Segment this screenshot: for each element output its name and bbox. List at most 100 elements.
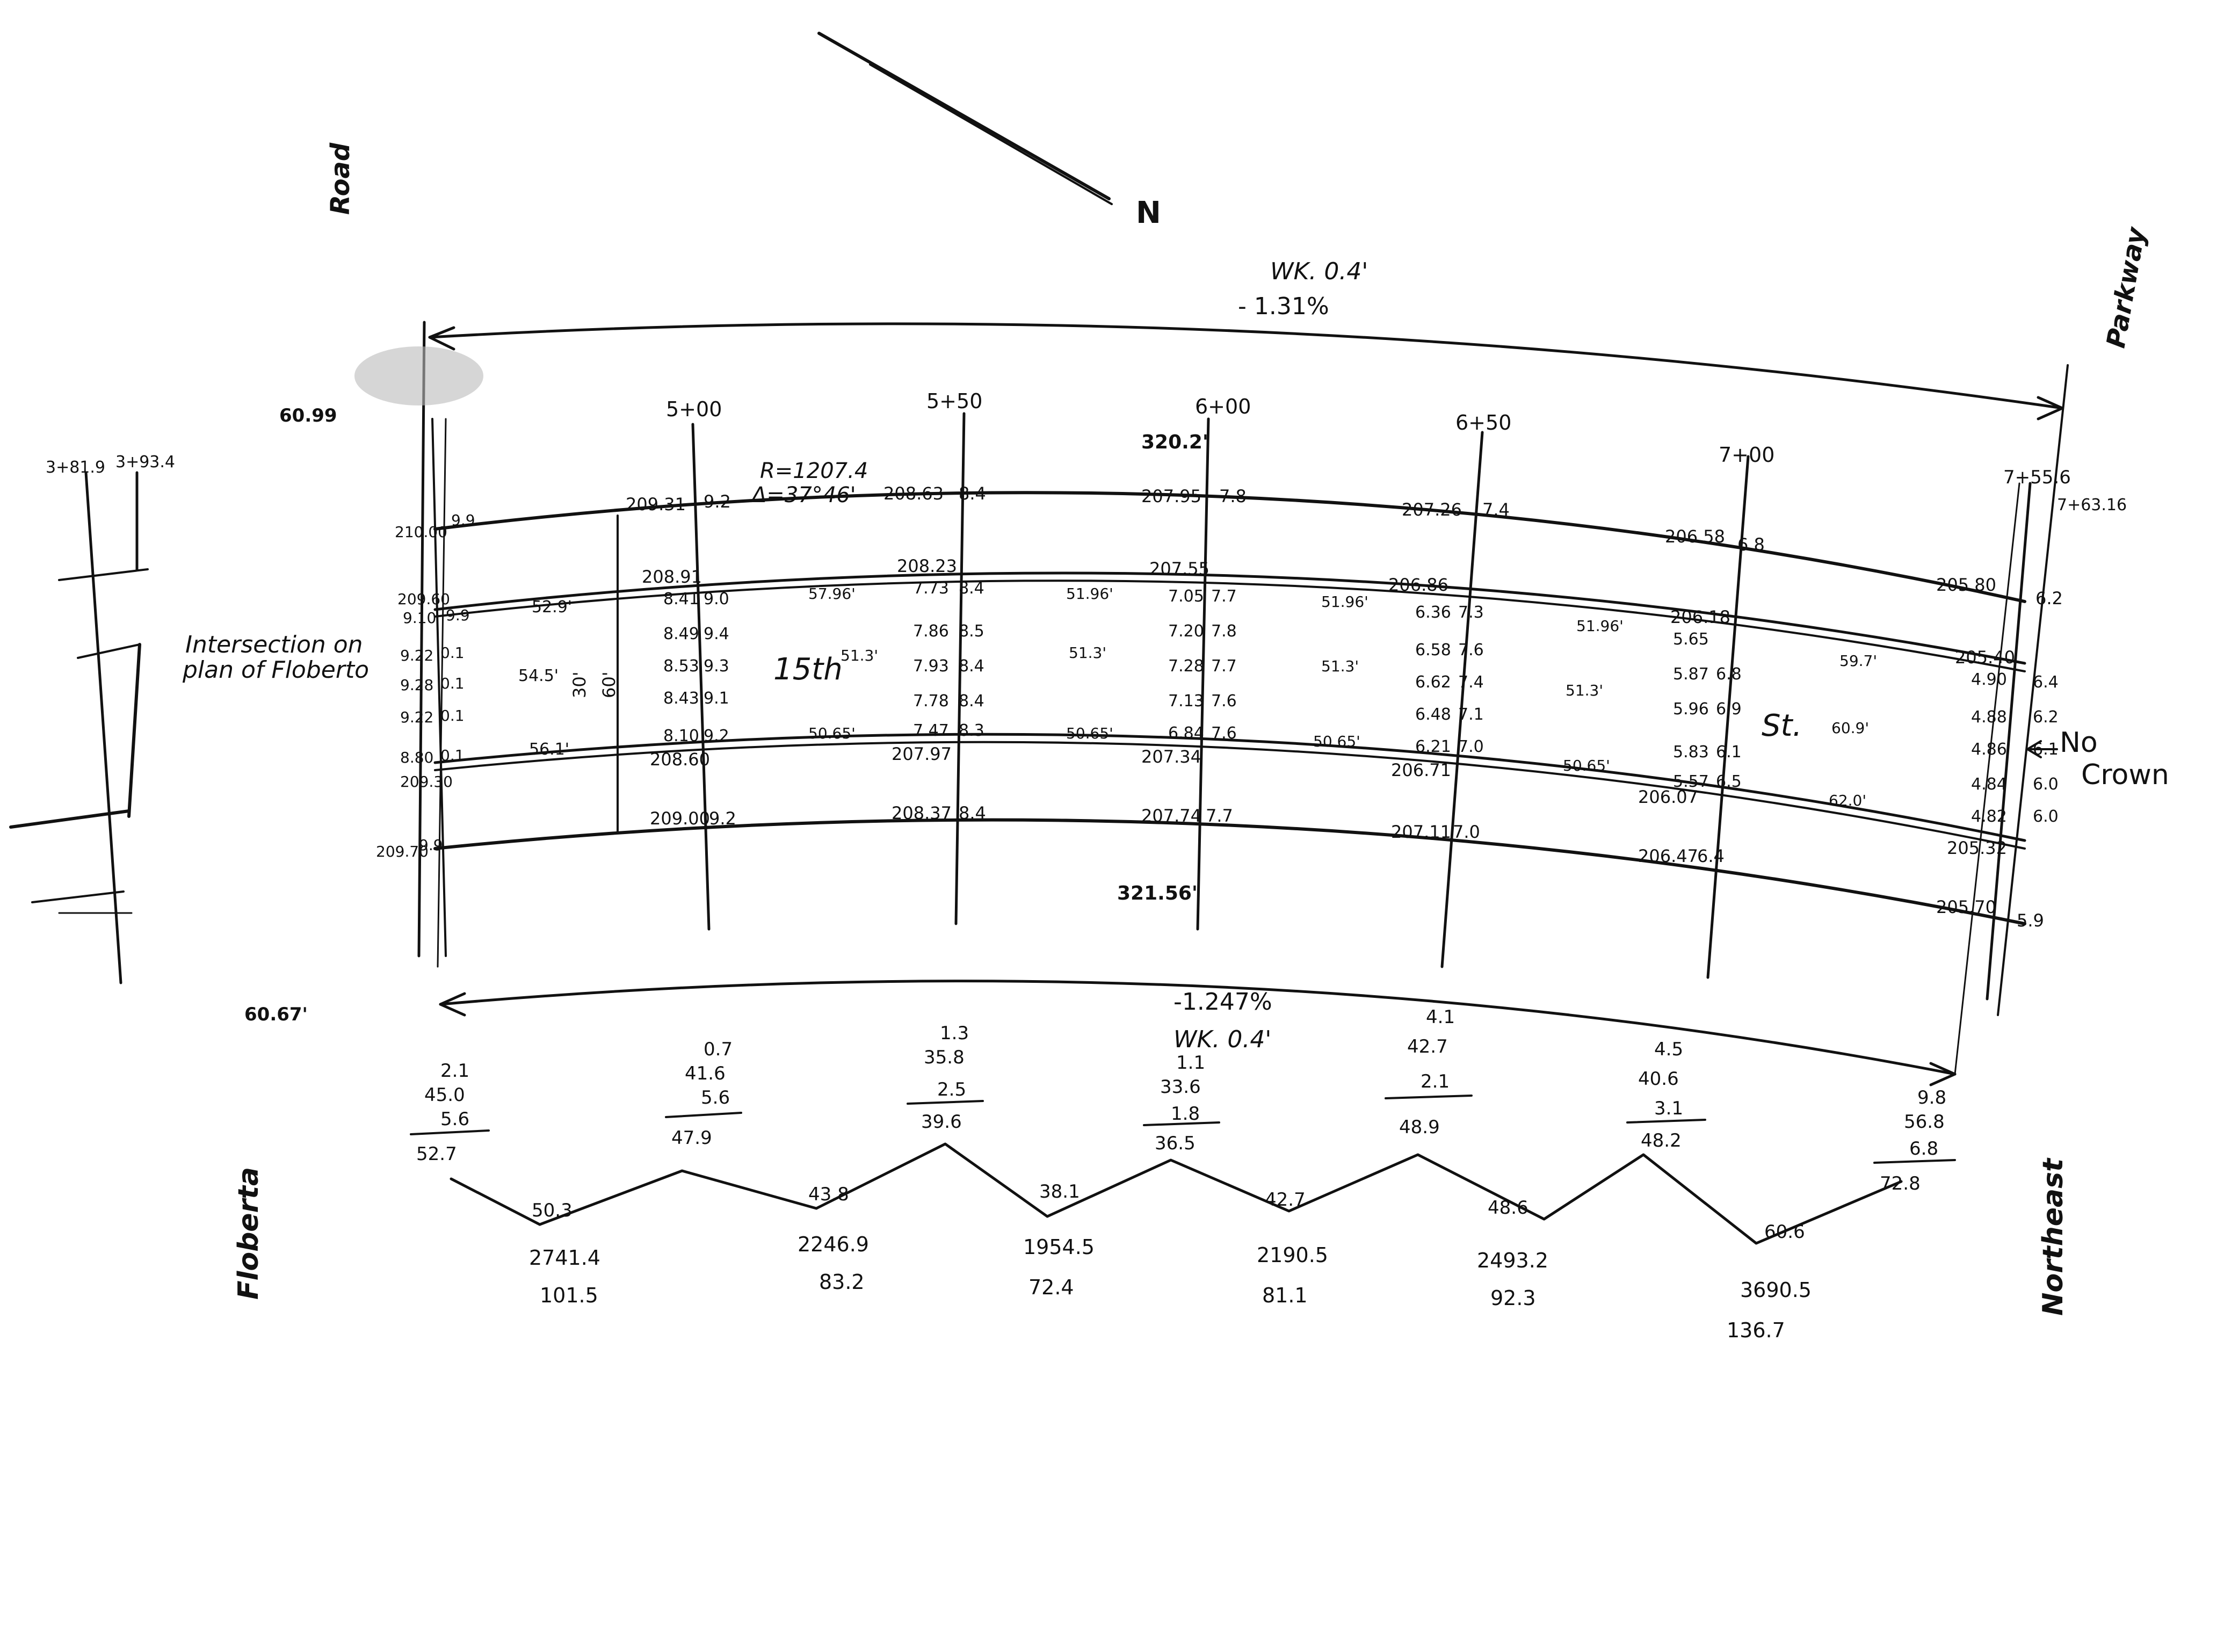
curve-delta: Δ=37°46' <box>750 483 856 508</box>
street-curves <box>433 491 2026 925</box>
volume-stack: 9.8 56.8 6.8 72.8 <box>1873 1087 1956 1194</box>
svg-text:136.7: 136.7 <box>1727 1318 1785 1342</box>
left-elev: 209.70 <box>376 843 429 860</box>
svg-text:9.8: 9.8 <box>1917 1087 1946 1108</box>
svg-text:207.11: 207.11 <box>1391 822 1451 842</box>
station-3-81-9: 3+81.9 <box>46 458 105 477</box>
svg-text:9.2: 9.2 <box>704 491 731 512</box>
svg-text:6.21: 6.21 <box>1415 737 1451 756</box>
svg-text:206.18: 206.18 <box>1670 607 1730 627</box>
svg-text:6.1: 6.1 <box>1716 743 1742 762</box>
svg-text:5.6: 5.6 <box>440 1108 469 1130</box>
no-crown-line2: Crown <box>2081 759 2169 791</box>
offset-distances: 57.96' 51.96' 51.96' 51.96' 51.3' 51.3' … <box>808 585 1877 809</box>
svg-text:51.96': 51.96' <box>1321 593 1368 611</box>
station-7-63-16: 7+63.16 <box>2057 496 2127 515</box>
svg-text:9.3: 9.3 <box>704 657 729 676</box>
svg-text:39.6: 39.6 <box>921 1111 962 1133</box>
svg-text:60.9': 60.9' <box>1831 719 1869 737</box>
svg-text:57.96': 57.96' <box>808 585 856 603</box>
svg-text:4.1: 4.1 <box>1426 1006 1455 1028</box>
svg-text:51.96': 51.96' <box>1576 617 1624 635</box>
svg-text:6.58: 6.58 <box>1415 641 1451 660</box>
left-cut: 9.9 <box>451 511 475 529</box>
svg-text:6.62: 6.62 <box>1415 673 1451 692</box>
svg-text:45.0: 45.0 <box>424 1084 465 1106</box>
intersection-note-line2: plan of Floberto <box>182 656 369 684</box>
svg-text:6.9: 6.9 <box>1716 700 1742 719</box>
left-elev: 9.22 <box>400 708 433 726</box>
svg-text:52.7: 52.7 <box>416 1143 457 1165</box>
svg-text:7.7: 7.7 <box>1211 657 1237 676</box>
svg-text:7.05: 7.05 <box>1168 587 1204 606</box>
svg-text:4.82: 4.82 <box>1971 807 2007 826</box>
left-cut: 0.1 <box>440 747 465 764</box>
svg-text:40.6: 40.6 <box>1638 1068 1679 1090</box>
svg-text:42.7: 42.7 <box>1265 1189 1306 1211</box>
left-elev: 9.28 <box>400 676 433 694</box>
svg-text:0.7: 0.7 <box>704 1039 733 1060</box>
svg-text:2741.4: 2741.4 <box>529 1246 600 1270</box>
svg-text:7.6: 7.6 <box>1458 641 1484 660</box>
svg-text:101.5: 101.5 <box>540 1284 598 1307</box>
svg-text:51.3': 51.3' <box>1321 657 1359 675</box>
street-st-label: St. <box>1762 708 1802 743</box>
svg-text:208.63: 208.63 <box>883 483 944 504</box>
svg-text:8.4: 8.4 <box>959 692 984 711</box>
svg-text:6.4: 6.4 <box>1697 846 1725 866</box>
svg-text:81.1: 81.1 <box>1262 1284 1308 1307</box>
svg-text:208.60: 208.60 <box>650 749 710 770</box>
width-52-9: 52.9' <box>532 598 572 617</box>
station-7-55-6: 7+55.6 <box>2003 467 2071 488</box>
svg-text:51.3': 51.3' <box>841 647 878 664</box>
svg-text:7.4: 7.4 <box>1458 673 1484 692</box>
bottom-grade-percent: -1.247% <box>1173 988 1272 1016</box>
left-cut: 9.9 <box>419 836 443 854</box>
svg-text:8.3: 8.3 <box>959 721 984 740</box>
width-30: 30' <box>569 671 590 698</box>
svg-text:92.3: 92.3 <box>1490 1286 1536 1310</box>
svg-text:9.2: 9.2 <box>704 727 729 745</box>
svg-text:9.0: 9.0 <box>704 590 729 608</box>
svg-text:1.1: 1.1 <box>1176 1052 1205 1074</box>
svg-text:207.95: 207.95 <box>1141 486 1201 506</box>
svg-text:2.1: 2.1 <box>1421 1071 1450 1092</box>
svg-text:8.4: 8.4 <box>959 803 986 823</box>
svg-text:207.55: 207.55 <box>1149 559 1209 579</box>
svg-text:43.8: 43.8 <box>808 1184 849 1205</box>
width-56-1: 56.1' <box>529 740 569 759</box>
svg-text:6.2: 6.2 <box>2033 708 2059 727</box>
svg-text:83.2: 83.2 <box>819 1270 865 1294</box>
top-curb-row: 209.31 9.2 208.63 8.4 207.95 7.8 207.26 … <box>626 483 2063 608</box>
svg-text:208.23: 208.23 <box>897 556 957 576</box>
svg-text:2.5: 2.5 <box>937 1079 966 1100</box>
station-5-00: 5+00 <box>666 397 722 421</box>
width-54-5: 54.5' <box>518 666 559 685</box>
svg-text:50.65': 50.65' <box>1563 757 1610 774</box>
svg-text:4.90: 4.90 <box>1971 670 2007 689</box>
north-label: N <box>1136 195 1161 230</box>
svg-text:1954.5: 1954.5 <box>1023 1235 1095 1259</box>
svg-text:5.83: 5.83 <box>1673 743 1709 762</box>
bottom-length: 321.56' <box>1117 882 1198 904</box>
volume-stack: 2.1 45.0 5.6 52.7 <box>410 1060 490 1165</box>
station-lines <box>417 321 2069 1075</box>
svg-text:60.6: 60.6 <box>1764 1221 1805 1243</box>
svg-text:8.5: 8.5 <box>959 622 984 641</box>
svg-text:6.36: 6.36 <box>1415 603 1451 622</box>
svg-text:7.78: 7.78 <box>913 692 949 711</box>
road-label: Road <box>325 142 356 215</box>
svg-text:1.3: 1.3 <box>940 1023 969 1044</box>
top-dimension-arrow <box>428 322 2064 421</box>
svg-text:7.8: 7.8 <box>1219 486 1247 506</box>
svg-text:50.3: 50.3 <box>532 1200 573 1221</box>
svg-text:5.87: 5.87 <box>1673 665 1709 684</box>
volume-stack: 4.1 42.7 2.1 48.9 <box>1385 1006 1473 1138</box>
svg-text:2.1: 2.1 <box>440 1060 469 1082</box>
svg-text:207.74: 207.74 <box>1141 806 1201 826</box>
station-6-00: 6+00 <box>1195 395 1251 418</box>
svg-text:7.7: 7.7 <box>1211 587 1237 606</box>
svg-text:5.65: 5.65 <box>1673 630 1709 649</box>
svg-text:36.5: 36.5 <box>1155 1133 1196 1154</box>
svg-text:207.26: 207.26 <box>1402 499 1462 520</box>
